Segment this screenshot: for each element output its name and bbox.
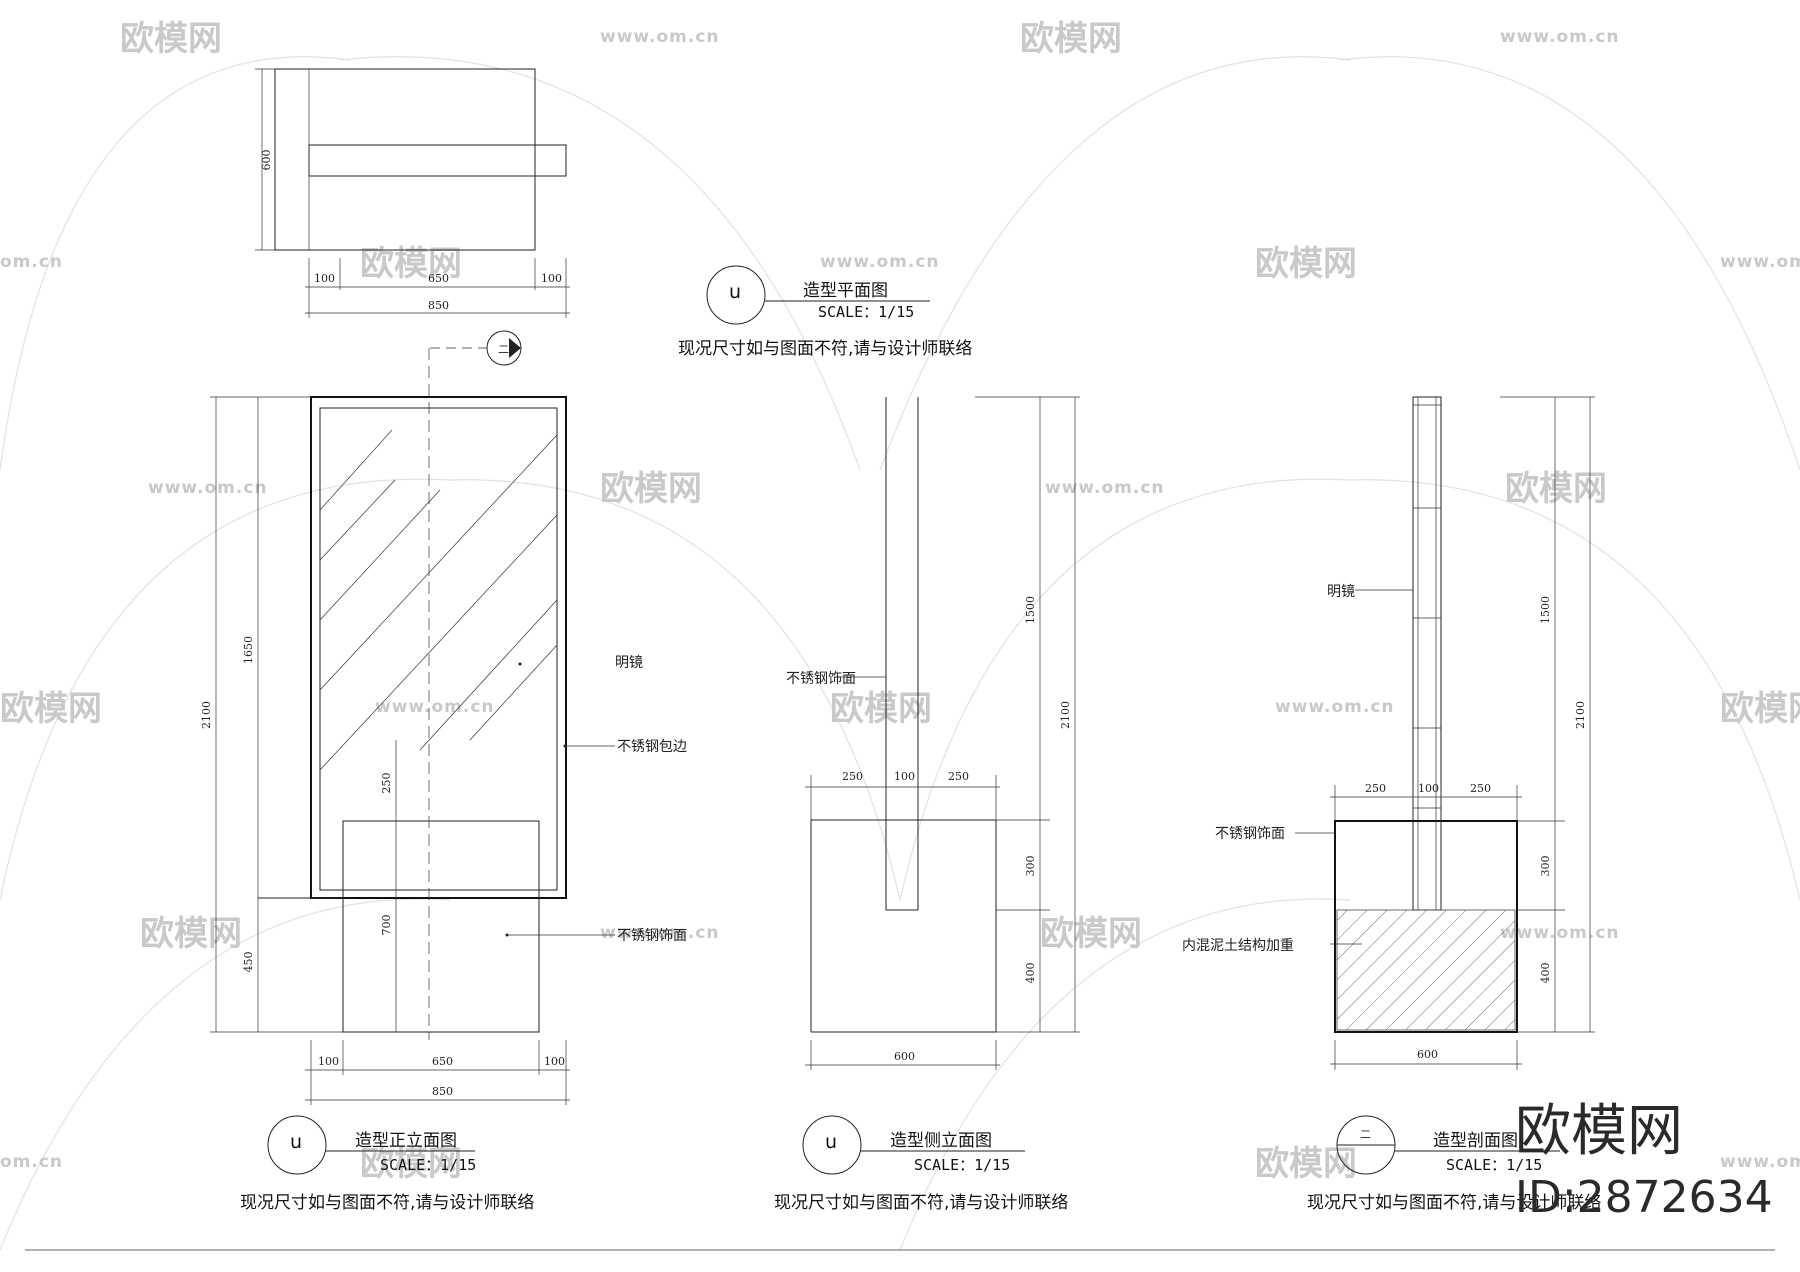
- plan-view-title: 造型平面图: [803, 281, 888, 301]
- watermark-brand: 欧模网: [1255, 244, 1357, 284]
- side-view-title: 造型侧立面图: [890, 1131, 992, 1151]
- watermark-brand: 欧模网: [120, 19, 222, 59]
- watermark-brand: 欧模网: [1020, 19, 1122, 59]
- side-dim-w-total: 600: [894, 1050, 915, 1063]
- watermark-url: www.om.cn: [1720, 1152, 1800, 1172]
- plan-dim-left: 100: [314, 272, 335, 285]
- side-dim-h-400: 400: [1024, 963, 1037, 984]
- front-dim-upper-h: 1650: [242, 636, 255, 664]
- plan-view-scale: SCALE：1/15: [818, 303, 914, 321]
- watermark-url: om.cn: [0, 1152, 63, 1172]
- watermark-brand: 欧模网: [140, 914, 242, 954]
- plan-dim-right: 100: [541, 272, 562, 285]
- watermark-arcs: [0, 56, 1800, 1251]
- section-dim-w-left: 250: [1365, 782, 1386, 795]
- section-dim-w-mid: 100: [1418, 782, 1439, 795]
- front-caption: u 造型正立面图 SCALE：1/15 现况尺寸如与图面不符,请与设计师联络: [240, 1115, 534, 1213]
- section-view-scale: SCALE：1/15: [1446, 1156, 1542, 1174]
- side-view-scale: SCALE：1/15: [914, 1156, 1010, 1174]
- watermark-url: www.om.cn: [375, 697, 495, 717]
- side-dim-w-right: 250: [948, 770, 969, 783]
- plan-dim-total: 850: [428, 299, 449, 312]
- side-view-note: 现况尺寸如与图面不符,请与设计师联络: [774, 1193, 1068, 1213]
- section-dim-h-400: 400: [1539, 963, 1552, 984]
- section-label-mirror: 明镜: [1327, 584, 1355, 600]
- side-dim-h-total: 2100: [1059, 701, 1072, 729]
- front-dim-total-h: 2100: [200, 701, 213, 729]
- watermark-brand: 欧模网: [1255, 1144, 1357, 1184]
- front-view-note: 现况尺寸如与图面不符,请与设计师联络: [240, 1193, 534, 1213]
- side-view-marker: u: [825, 1131, 837, 1153]
- front-label-edge: 不锈钢包边: [617, 739, 687, 755]
- section-dim-w-right: 250: [1470, 782, 1491, 795]
- section-dim-h-300: 300: [1539, 856, 1552, 877]
- watermark-url: www.om.cn: [600, 27, 720, 47]
- watermark-layer: 欧模网 www.om.cn 欧模网 www.om.cn om.cn 欧模网 ww…: [0, 19, 1800, 1184]
- section-caption: 二 造型剖面图 SCALE：1/15 现况尺寸如与图面不符,请与设计师联络: [1307, 1115, 1601, 1213]
- watermark-brand: 欧模网: [1720, 689, 1800, 729]
- watermark-url: www.om.cn: [1500, 923, 1620, 943]
- front-label-finish: 不锈钢饰面: [617, 928, 687, 944]
- brand-id: ID:2872634: [1515, 1172, 1773, 1223]
- watermark-url: www.om.cn: [1720, 252, 1800, 272]
- watermark-url: www.om.cn: [1275, 697, 1395, 717]
- section-cut-marker: 二: [498, 343, 509, 356]
- front-dim-mid: 650: [432, 1055, 453, 1068]
- side-caption: u 造型侧立面图 SCALE：1/15 现况尺寸如与图面不符,请与设计师联络: [774, 1115, 1068, 1213]
- watermark-url: www.om.cn: [148, 478, 268, 498]
- side-dim-w-mid: 100: [894, 770, 915, 783]
- section-view-note: 现况尺寸如与图面不符,请与设计师联络: [1307, 1193, 1601, 1213]
- side-dim-h-300: 300: [1024, 856, 1037, 877]
- watermark-url: om.cn: [0, 252, 63, 272]
- watermark-brand: 欧模网: [600, 469, 702, 509]
- watermark-brand: 欧模网: [830, 689, 932, 729]
- section-label-finish: 不锈钢饰面: [1215, 826, 1285, 842]
- side-dim-h-upper: 1500: [1024, 596, 1037, 624]
- front-view-scale: SCALE：1/15: [380, 1156, 476, 1174]
- watermark-url: www.om.cn: [1500, 27, 1620, 47]
- plan-caption: u 造型平面图 SCALE：1/15 现况尺寸如与图面不符,请与设计师联络: [678, 265, 972, 359]
- side-elevation: 250 100 250 1500 2100 300 400 600 不锈钢饰面: [786, 396, 1080, 1070]
- plan-view: 600 100 650 100 850 二: [255, 68, 570, 366]
- front-elevation: 250 700 2100 1650 450 100 650 100 850 明镜…: [200, 348, 687, 1105]
- side-label-finish: 不锈钢饰面: [786, 671, 856, 687]
- plan-depth-dim: 600: [260, 150, 273, 171]
- plan-view-note: 现况尺寸如与图面不符,请与设计师联络: [678, 339, 972, 359]
- brand-block: 欧模网 ID:2872634: [1515, 1099, 1773, 1223]
- front-dim-700: 700: [380, 915, 393, 936]
- front-dim-right: 100: [544, 1055, 565, 1068]
- front-view-marker: u: [290, 1131, 302, 1153]
- section-view-marker: 二: [1360, 1128, 1371, 1141]
- section-view: 250 100 250 1500 2100 300 400 600 明镜 不锈钢…: [1182, 396, 1595, 1070]
- section-label-concrete: 内混泥土结构加重: [1182, 938, 1294, 954]
- front-dim-left: 100: [318, 1055, 339, 1068]
- section-view-title: 造型剖面图: [1433, 1131, 1518, 1151]
- front-dim-250: 250: [380, 773, 393, 794]
- watermark-brand: 欧模网: [1505, 469, 1607, 509]
- section-dim-w-total: 600: [1417, 1048, 1438, 1061]
- section-dim-h-total: 2100: [1574, 701, 1587, 729]
- front-label-mirror: 明镜: [615, 655, 643, 671]
- watermark-brand: 欧模网: [0, 689, 102, 729]
- plan-view-marker: u: [729, 281, 741, 303]
- section-dim-h-upper: 1500: [1539, 596, 1552, 624]
- watermark-url: www.om.cn: [820, 252, 940, 272]
- front-dim-base-h: 450: [242, 952, 255, 973]
- watermark-url: www.om.cn: [600, 923, 720, 943]
- watermark-brand: 欧模网: [1040, 914, 1142, 954]
- watermark-url: www.om.cn: [1045, 478, 1165, 498]
- brand-name: 欧模网: [1515, 1099, 1683, 1164]
- plan-dim-mid: 650: [428, 272, 449, 285]
- side-dim-w-left: 250: [842, 770, 863, 783]
- front-view-title: 造型正立面图: [355, 1131, 457, 1151]
- watermark-brand: 欧模网: [360, 244, 462, 284]
- front-dim-total-w: 850: [432, 1085, 453, 1098]
